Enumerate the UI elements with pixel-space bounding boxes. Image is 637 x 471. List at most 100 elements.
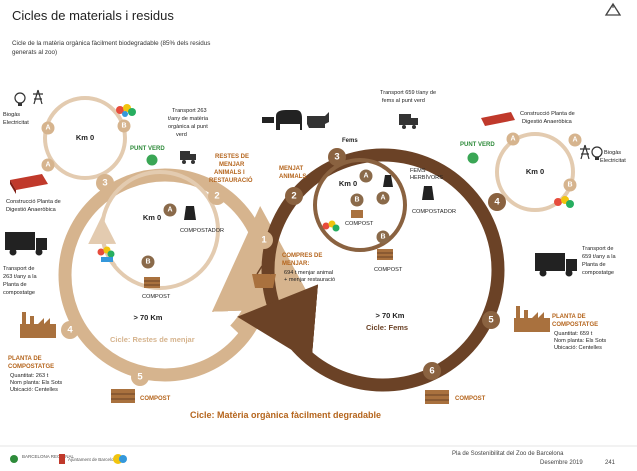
a-badge-right-top-1: A — [506, 132, 520, 146]
step-2-badge-left: 2 — [208, 187, 226, 205]
digester-icon-right — [481, 112, 515, 126]
left-cycle-name: Cicle: Restes de menjar — [110, 335, 195, 344]
transport-top-left-3: orgànica al punt — [168, 124, 208, 130]
transport-left-3: Planta de — [3, 282, 27, 288]
page-title: Cicles de materials i residus — [12, 8, 174, 23]
factory-icon-left — [20, 312, 56, 338]
truck-icon-top-left — [180, 151, 196, 164]
restes-line-3: ANIMALS I — [214, 170, 245, 176]
food-waste-icon-right — [322, 220, 340, 232]
left-cycle-ring — [58, 168, 272, 382]
menjat-line-2: ANIMALS — [279, 174, 306, 180]
step-3-badge-left: 3 — [96, 174, 114, 192]
compostador-left-label: COMPOSTADOR — [180, 228, 224, 234]
plant-right-label-2: COMPOSTATGE — [552, 322, 598, 328]
transport-right-3: Planta de — [582, 262, 606, 268]
left-top-loop-distance: Km 0 — [76, 133, 94, 142]
power-pylon-icon-right — [580, 144, 590, 160]
restes-line-2: MENJAR — [219, 162, 245, 168]
transport-right-1: Transport de — [582, 246, 614, 252]
biogas-left-line-2: Electricitat — [3, 120, 29, 126]
a-badge-right-inner-1: A — [359, 169, 373, 183]
compost-box-icon-bottom-left — [111, 389, 135, 403]
transport-top-left-1: Transport 263 — [172, 108, 207, 114]
svg-text:A: A — [510, 136, 515, 143]
shopping-basket-icon — [252, 265, 276, 288]
svg-text:B: B — [121, 123, 126, 130]
svg-text:A: A — [363, 173, 368, 180]
plant-right-info-2: Nom planta: Els Sots — [554, 338, 606, 344]
rhino-icon — [307, 112, 329, 128]
svg-text:4: 4 — [67, 325, 73, 336]
svg-text:A: A — [380, 195, 385, 202]
a-badge-right-inner-2: A — [376, 191, 390, 205]
page-number: 241 — [605, 460, 616, 466]
b-badge-left-inner: B — [141, 255, 155, 269]
svg-text:3: 3 — [102, 178, 107, 189]
a-badge-right-top-2: A — [568, 133, 582, 147]
plant-right-info-3: Ubicació: Centelles — [554, 345, 602, 351]
transport-top-left-4: verd — [176, 132, 187, 138]
power-pylon-icon — [33, 89, 43, 105]
truck-icon-top-right — [399, 114, 418, 129]
compostador-icon-right — [422, 186, 434, 200]
compost-box-icon-right-inner — [351, 210, 363, 218]
ajuntament-logo: Ajuntament de Barcelona — [59, 454, 119, 464]
small-animal-icon — [262, 117, 274, 123]
svg-text:B: B — [380, 234, 385, 241]
svg-text:2: 2 — [291, 191, 296, 202]
svg-text:A: A — [45, 125, 50, 132]
compres-line-2: MENJAR: — [282, 261, 309, 267]
punt-verd-left-dot — [146, 154, 158, 166]
digester-icon — [10, 174, 48, 194]
svg-text:A: A — [45, 162, 50, 169]
plant-left-label-2: COMPOSTATGE — [8, 364, 54, 370]
construction-right-line-1: Construcció Planta de — [520, 111, 575, 117]
svg-text:B: B — [567, 182, 572, 189]
step-4-badge-right: 4 — [488, 193, 506, 211]
left-inner-loop-distance: Km 0 — [143, 213, 161, 222]
compost-box-icon-bottom-right — [425, 390, 449, 404]
a-badge-left-top: A — [41, 121, 55, 135]
subtitle-line-2: generats al zoo) — [12, 49, 57, 56]
barcelona-regional-logo: BARCELONA REGIONAL — [10, 454, 75, 463]
a-badge-left-bottom: A — [41, 158, 55, 172]
transport-left-4: compostatge — [3, 290, 35, 296]
compres-line-1: COMPRES DE — [282, 253, 322, 259]
compost-right-label: COMPOST — [374, 267, 403, 273]
truck-icon-left — [5, 232, 47, 256]
svg-text:3: 3 — [334, 152, 339, 163]
right-top-loop-distance: Km 0 — [526, 167, 544, 176]
biogas-right-line-2: Electricitat — [600, 158, 626, 164]
plant-right-info-1: Quantitat: 659 t — [554, 331, 593, 337]
lightbulb-icon-right — [591, 146, 603, 160]
footer-line-1: Pla de Sostenibilitat del Zoo de Barcelo… — [452, 451, 564, 457]
lightbulb-icon — [14, 92, 26, 106]
biogas-left-line-1: Biogàs — [3, 112, 20, 118]
fems-herbivors-1: FEMS — [410, 168, 426, 174]
svg-text:1: 1 — [261, 235, 267, 246]
svg-text:B: B — [145, 259, 150, 266]
right-top-loop — [495, 132, 575, 212]
svg-text:A: A — [167, 207, 172, 214]
plant-left-info-3: Ubicació: Centelles — [10, 387, 58, 393]
step-3-badge-right: 3 — [328, 148, 346, 166]
compres-info-1: 694 t menjar animal — [284, 270, 333, 276]
restes-line-4: RESTAURACIÓ — [209, 176, 253, 184]
svg-text:2: 2 — [214, 191, 219, 202]
svg-text:6: 6 — [429, 366, 434, 377]
step-5-badge-right: 5 — [482, 311, 500, 329]
step-1-badge: 1 — [255, 231, 273, 249]
punt-verd-left-label: PUNT VERD — [130, 146, 165, 152]
fems-label: Fems — [342, 138, 358, 144]
right-cycle-distance: > 70 Km — [376, 311, 405, 320]
plant-left-label-1: PLANTA DE — [8, 356, 42, 362]
compost-bottom-right-label: COMPOST — [455, 396, 486, 402]
truck-icon-right — [535, 253, 577, 277]
svg-text:BARCELONA REGIONAL: BARCELONA REGIONAL — [22, 454, 75, 459]
svg-text:5: 5 — [137, 372, 143, 383]
transport-top-left-2: t/any de matèria — [168, 116, 209, 122]
transport-right-4: compostatge — [582, 270, 614, 276]
svg-text:Ajuntament de Barcelona: Ajuntament de Barcelona — [68, 457, 119, 462]
right-inner-loop-distance: Km 0 — [339, 179, 357, 188]
